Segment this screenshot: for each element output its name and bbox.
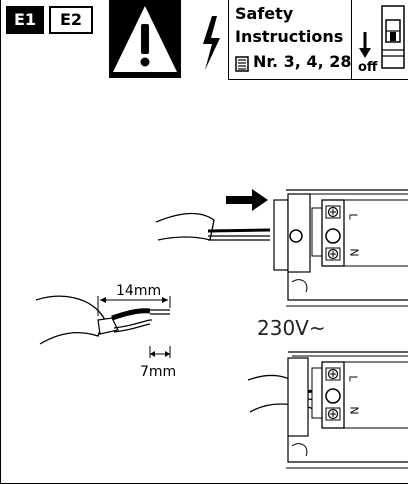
voltage-label: 230V~ [257, 316, 326, 340]
upper-terminal-n-label: N [347, 248, 361, 257]
upper-terminal-l-label: L [346, 213, 360, 220]
lower-terminal-block [286, 351, 408, 469]
breaker-switch-icon [359, 5, 405, 69]
safety-title: Safety [235, 4, 294, 23]
safety-reference: Nr. 3, 4, 28 [253, 52, 352, 71]
upper-terminal-block [273, 189, 408, 307]
document-icon [235, 56, 249, 72]
badge-e2: E2 [49, 6, 93, 34]
switch-off-box [352, 0, 408, 80]
safety-subtitle: Instructions [235, 27, 344, 46]
stripped-cable [35, 295, 171, 358]
warning-triangle-icon [113, 6, 177, 72]
switch-off-label: off [358, 60, 378, 75]
lower-terminal-n-label: N [347, 406, 361, 415]
upper-cable [155, 212, 271, 241]
lightning-icon [203, 16, 220, 70]
safety-instructions-box: Safety Instructions Nr. 3, 4, 28 [228, 0, 352, 80]
insert-arrow [226, 189, 268, 211]
lower-terminal-l-label: L [346, 375, 360, 382]
conductor-length-label: 7mm [140, 364, 177, 380]
warning-block [109, 0, 181, 78]
badge-e1: E1 [6, 6, 44, 34]
strip-length-label: 14mm [116, 283, 162, 299]
